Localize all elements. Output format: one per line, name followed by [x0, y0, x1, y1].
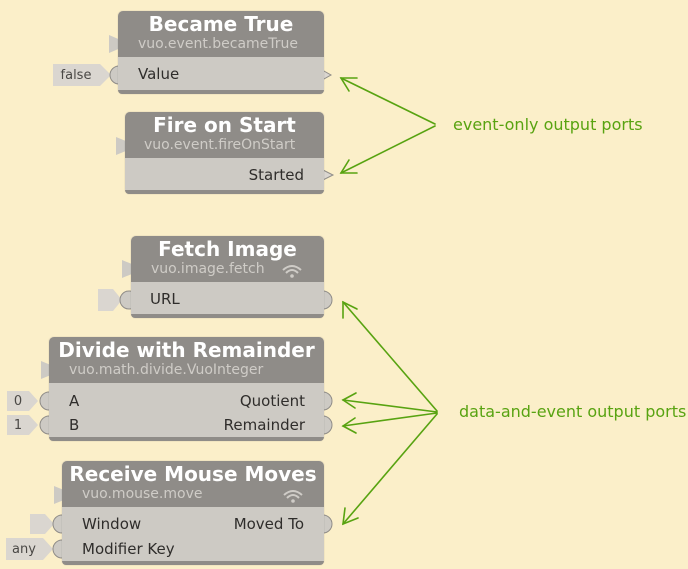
annotation-event-only: event-only output ports: [453, 115, 643, 134]
constant-value-any: any: [12, 542, 36, 557]
annotation-data-and-event: data-and-event output ports: [459, 402, 687, 421]
node-class-name: vuo.mouse.move: [82, 486, 203, 502]
node-title: Became True: [148, 12, 294, 36]
node-footer: [131, 314, 324, 318]
constant-value-a: 0: [13, 394, 23, 409]
port-label-value: Value: [138, 65, 180, 83]
constant-flag-a[interactable]: [7, 391, 38, 411]
node-title: Fire on Start: [153, 113, 296, 137]
node-title: Divide with Remainder: [58, 338, 315, 362]
port-label-url: URL: [150, 290, 180, 308]
node-divide-with-remainder[interactable]: Divide with Remainder vuo.math.divide.Vu…: [49, 337, 324, 441]
node-header: Became True vuo.event.becameTrue: [118, 11, 324, 57]
port-label-a: A: [69, 392, 80, 410]
constant-flag-modifier-key[interactable]: [6, 538, 53, 560]
constant-value-b: 1: [13, 418, 23, 433]
arrows-event-only: [339, 77, 436, 174]
node-class-name: vuo.math.divide.VuoInteger: [69, 362, 264, 378]
port-label-modifier-key: Modifier Key: [82, 540, 175, 558]
node-footer: [49, 437, 324, 441]
node-class-name: vuo.event.fireOnStart: [144, 137, 296, 153]
constant-flag-became-true-value[interactable]: [53, 64, 111, 86]
port-label-quotient: Quotient: [239, 392, 305, 410]
node-header: Fetch Image vuo.image.fetch: [131, 236, 324, 282]
node-receive-mouse-moves[interactable]: Receive Mouse Moves vuo.mouse.move: [62, 461, 324, 565]
constant-flag-b[interactable]: [7, 415, 38, 435]
constant-flag-window[interactable]: [30, 514, 54, 534]
constant-flag-url[interactable]: [98, 289, 122, 311]
node-class-name: vuo.event.becameTrue: [138, 36, 299, 52]
node-class-name: vuo.image.fetch: [151, 261, 265, 277]
node-title: Receive Mouse Moves: [69, 462, 317, 486]
port-label-moved-to: Moved To: [233, 515, 304, 533]
node-footer: [125, 190, 324, 194]
node-header: Divide with Remainder vuo.math.divide.Vu…: [49, 337, 324, 383]
wifi-icon: [282, 265, 302, 278]
port-label-started: Started: [248, 166, 304, 184]
node-footer: [62, 561, 324, 565]
node-title: Fetch Image: [158, 237, 297, 261]
arrows-data-and-event: [341, 300, 438, 526]
node-header: Fire on Start vuo.event.fireOnStart: [125, 112, 324, 158]
constant-value-false: false: [60, 68, 92, 83]
port-label-window: Window: [82, 515, 142, 533]
port-label-b: B: [69, 416, 80, 434]
port-label-remainder: Remainder: [223, 416, 305, 434]
node-fetch-image[interactable]: Fetch Image vuo.image.fetch: [131, 236, 324, 318]
node-footer: [118, 90, 324, 94]
node-header: Receive Mouse Moves vuo.mouse.move: [62, 461, 324, 507]
wifi-icon: [283, 490, 303, 503]
node-became-true[interactable]: Became True vuo.event.becameTrue: [118, 11, 324, 94]
node-fire-on-start[interactable]: Fire on Start vuo.event.fireOnStart: [125, 112, 324, 194]
